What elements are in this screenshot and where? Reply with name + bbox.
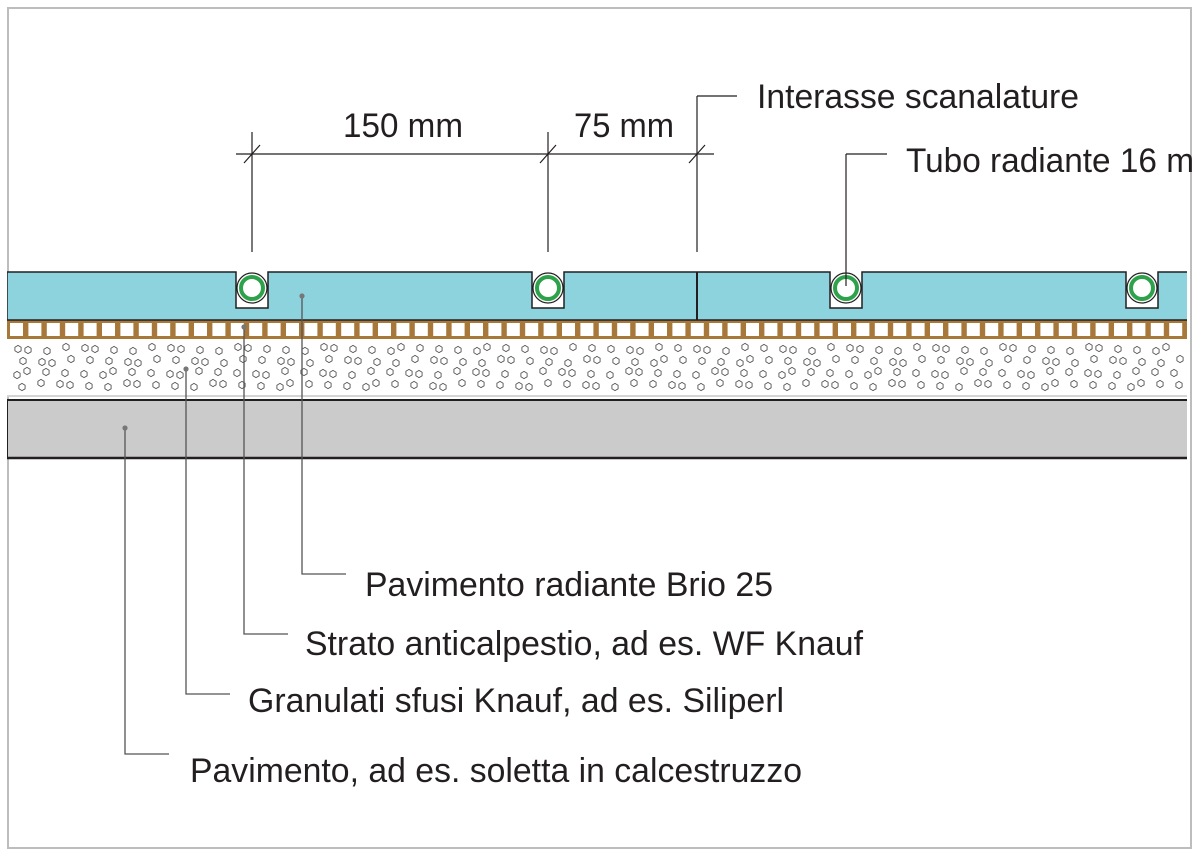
granulate-hexagons bbox=[13, 342, 1184, 392]
pipe-1 bbox=[239, 275, 265, 301]
pipe-4 bbox=[1129, 275, 1155, 301]
groove-spacing-label: Interasse scanalature bbox=[757, 78, 1079, 116]
radiant-pipes bbox=[236, 272, 1158, 304]
layer-leaders bbox=[124, 296, 346, 755]
pipe-label: Tubo radiante 16 m bbox=[906, 142, 1194, 180]
granulate-label: Granulati sfusi Knauf, ad es. Siliperl bbox=[248, 682, 784, 720]
granulate-layer bbox=[7, 339, 1187, 397]
dimension-line bbox=[236, 95, 887, 286]
concrete-slab bbox=[7, 400, 1187, 458]
dimension-150-label: 150 mm bbox=[343, 107, 463, 145]
dimension-75-label: 75 mm bbox=[574, 107, 674, 145]
slab-label: Pavimento, ad es. soletta in calcestruzz… bbox=[190, 752, 802, 790]
panel-label: Pavimento radiante Brio 25 bbox=[365, 566, 773, 604]
radiant-panel bbox=[7, 271, 1187, 321]
impact-layer-cells bbox=[10, 323, 1183, 336]
pipe-2 bbox=[535, 275, 561, 301]
leader-dots bbox=[122, 293, 305, 431]
impact-layer-label: Strato anticalpestio, ad es. WF Knauf bbox=[305, 625, 864, 663]
